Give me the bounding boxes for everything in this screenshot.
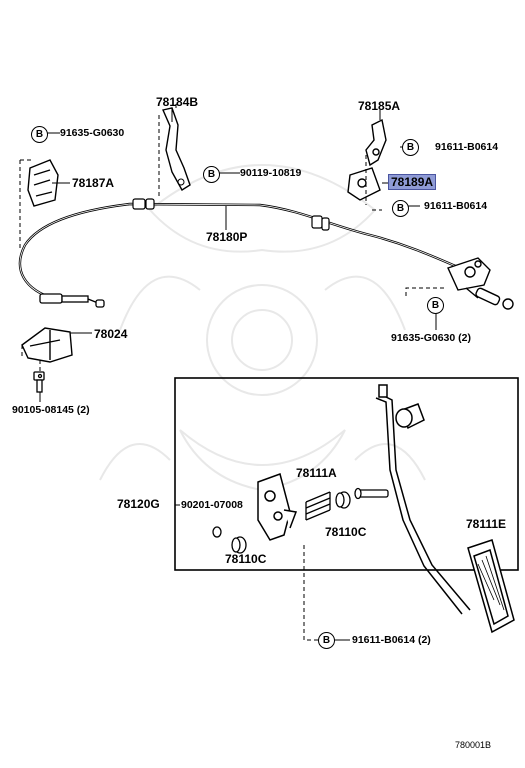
- pedal-pad-78111E: [467, 539, 515, 634]
- label-90201: 90201-07008: [181, 499, 243, 511]
- bracket-78185A: [365, 118, 387, 167]
- cable-clip-1: [132, 198, 146, 210]
- label-91611-b: 91611-B0614: [424, 200, 488, 212]
- bolt-symbol-icon: B: [427, 297, 444, 314]
- label-78184B: 78184B: [156, 95, 199, 109]
- pedal-bracket-78120G: [257, 473, 298, 541]
- label-91611-bottom: 91611-B0614 (2): [352, 634, 431, 646]
- cable-clip-2: [311, 215, 323, 229]
- label-78187A: 78187A: [72, 176, 115, 190]
- label-78189A-highlighted[interactable]: 78189A: [388, 174, 437, 190]
- bolt-symbol-icon: B: [392, 200, 409, 217]
- label-90105: 90105-08145 (2): [12, 404, 90, 416]
- bolt-symbol-icon: B: [318, 632, 335, 649]
- label-78111E: 78111E: [466, 517, 507, 531]
- label-78110C-right: 78110C: [325, 525, 367, 539]
- diagram-code: 780001B: [455, 740, 492, 750]
- bolt-symbol-icon: B: [31, 126, 48, 143]
- bracket-78024: [21, 327, 73, 363]
- bracket-78184B: [162, 107, 191, 191]
- bolt-symbol-icon: B: [402, 139, 419, 156]
- bolt-symbol-icon: B: [203, 166, 220, 183]
- label-91635-top: 91635-G0630: [60, 127, 125, 139]
- spring-78111A: [305, 491, 331, 521]
- cable-end-left: [39, 293, 105, 308]
- label-78180P: 78180P: [206, 230, 248, 244]
- watermark-emblem: [99, 164, 426, 492]
- label-78111A: 78111A: [296, 466, 337, 480]
- label-78120G: 78120G: [117, 497, 160, 511]
- pedal-assembly-frame: [174, 377, 519, 571]
- pedal-linkage-top: [447, 257, 514, 310]
- label-91635-right: 91635-G0630 (2): [391, 332, 471, 344]
- pivot-pin: [354, 487, 389, 500]
- bracket-78187A: [27, 159, 59, 207]
- bolt-90105: [33, 371, 45, 393]
- nut-90201: [212, 526, 222, 538]
- part-78189A: [347, 167, 381, 201]
- label-91611-a: 91611-B0614: [435, 141, 499, 153]
- label-78024: 78024: [94, 327, 128, 341]
- label-78185A: 78185A: [358, 99, 401, 113]
- label-78110C-left: 78110C: [225, 552, 267, 566]
- label-90119: 90119-10819: [240, 167, 302, 179]
- accelerator-pedal-arm: [375, 384, 471, 615]
